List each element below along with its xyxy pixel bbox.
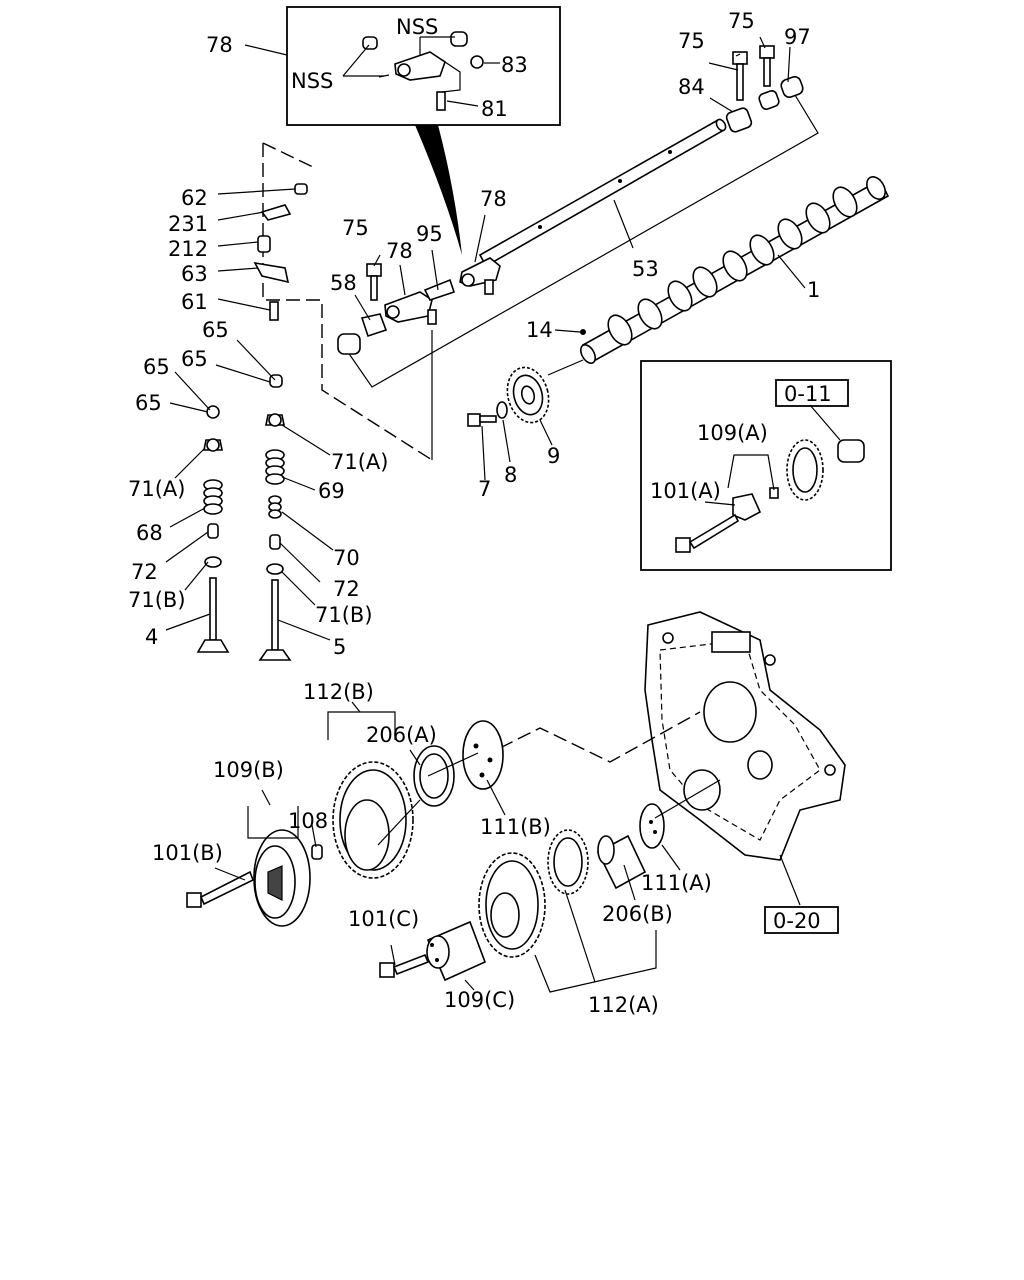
callout-84: 84 — [678, 75, 705, 99]
callout-206a: 206(A) — [366, 723, 437, 747]
callout-101b: 101(B) — [152, 841, 223, 865]
callout-8: 8 — [504, 463, 517, 487]
callout-101a: 101(A) — [650, 479, 721, 503]
rocker-arm-assembly — [337, 214, 501, 460]
callout-112b: 112(B) — [303, 680, 374, 704]
callout-109a: 109(A) — [697, 421, 768, 445]
callout-75-right: 75 — [728, 9, 755, 33]
idler-gear-assembly — [186, 701, 721, 993]
callout-7: 7 — [478, 477, 491, 501]
callout-61: 61 — [181, 290, 208, 314]
callout-111a: 111(A) — [641, 871, 712, 895]
idler-gear-small — [547, 829, 589, 895]
callout-69: 69 — [318, 479, 345, 503]
callout-78-top: 78 — [206, 33, 233, 57]
reference-box-0-11: 0-11 — [784, 382, 832, 406]
callout-65-c: 65 — [143, 355, 170, 379]
idler-gear-112b — [332, 761, 414, 879]
callout-78-mid-right: 78 — [480, 187, 507, 211]
callout-206b: 206(B) — [602, 902, 673, 926]
callout-1: 1 — [807, 278, 820, 302]
callout-65-b: 65 — [181, 347, 208, 371]
callout-101c: 101(C) — [348, 907, 419, 931]
callout-68: 68 — [136, 521, 163, 545]
callout-71a-left: 71(A) — [128, 477, 185, 501]
callout-83: 83 — [501, 53, 528, 77]
callout-71a-right: 71(A) — [331, 450, 388, 474]
callout-nss-lower: NSS — [291, 69, 333, 93]
callout-81: 81 — [481, 97, 508, 121]
callout-63: 63 — [181, 262, 208, 286]
callout-109c: 109(C) — [444, 988, 515, 1012]
callout-58: 58 — [330, 271, 357, 295]
callout-62: 62 — [181, 186, 208, 210]
idler-gear-inset — [640, 360, 892, 571]
callout-95: 95 — [416, 222, 443, 246]
rocker-shaft — [342, 36, 819, 388]
valve-train — [165, 142, 433, 661]
reference-box-0-20: 0-20 — [773, 909, 821, 933]
callout-9: 9 — [547, 444, 560, 468]
callout-14: 14 — [526, 318, 553, 342]
callout-72-right: 72 — [333, 577, 360, 601]
callout-65-a: 65 — [202, 318, 229, 342]
callout-labels: 78 NSS NSS 83 81 75 75 97 84 62 231 212 … — [128, 9, 832, 1017]
callout-65-d: 65 — [135, 391, 162, 415]
callout-108: 108 — [288, 809, 328, 833]
callout-70: 70 — [333, 546, 360, 570]
callout-5: 5 — [333, 635, 346, 659]
callout-72-left: 72 — [131, 560, 158, 584]
callout-109b: 109(B) — [213, 758, 284, 782]
callout-212: 212 — [168, 237, 208, 261]
callout-4: 4 — [145, 625, 158, 649]
gear-case — [499, 611, 846, 934]
cam-gear-group — [467, 329, 586, 481]
callout-231: 231 — [168, 212, 208, 236]
idler-gear-112a — [478, 852, 546, 958]
callout-78-mid-left: 78 — [386, 239, 413, 263]
inset-pointer-wedge — [415, 125, 462, 255]
callout-71b-left: 71(B) — [128, 588, 186, 612]
callout-75-left: 75 — [678, 29, 705, 53]
callout-97: 97 — [784, 25, 811, 49]
callout-nss-upper: NSS — [396, 15, 438, 39]
callout-75-mid: 75 — [342, 216, 369, 240]
callout-53: 53 — [632, 257, 659, 281]
cam-gear — [506, 366, 550, 424]
callout-71b-right: 71(B) — [315, 603, 373, 627]
callout-111b: 111(B) — [480, 815, 551, 839]
callout-112a: 112(A) — [588, 993, 659, 1017]
camshaft — [579, 176, 890, 364]
